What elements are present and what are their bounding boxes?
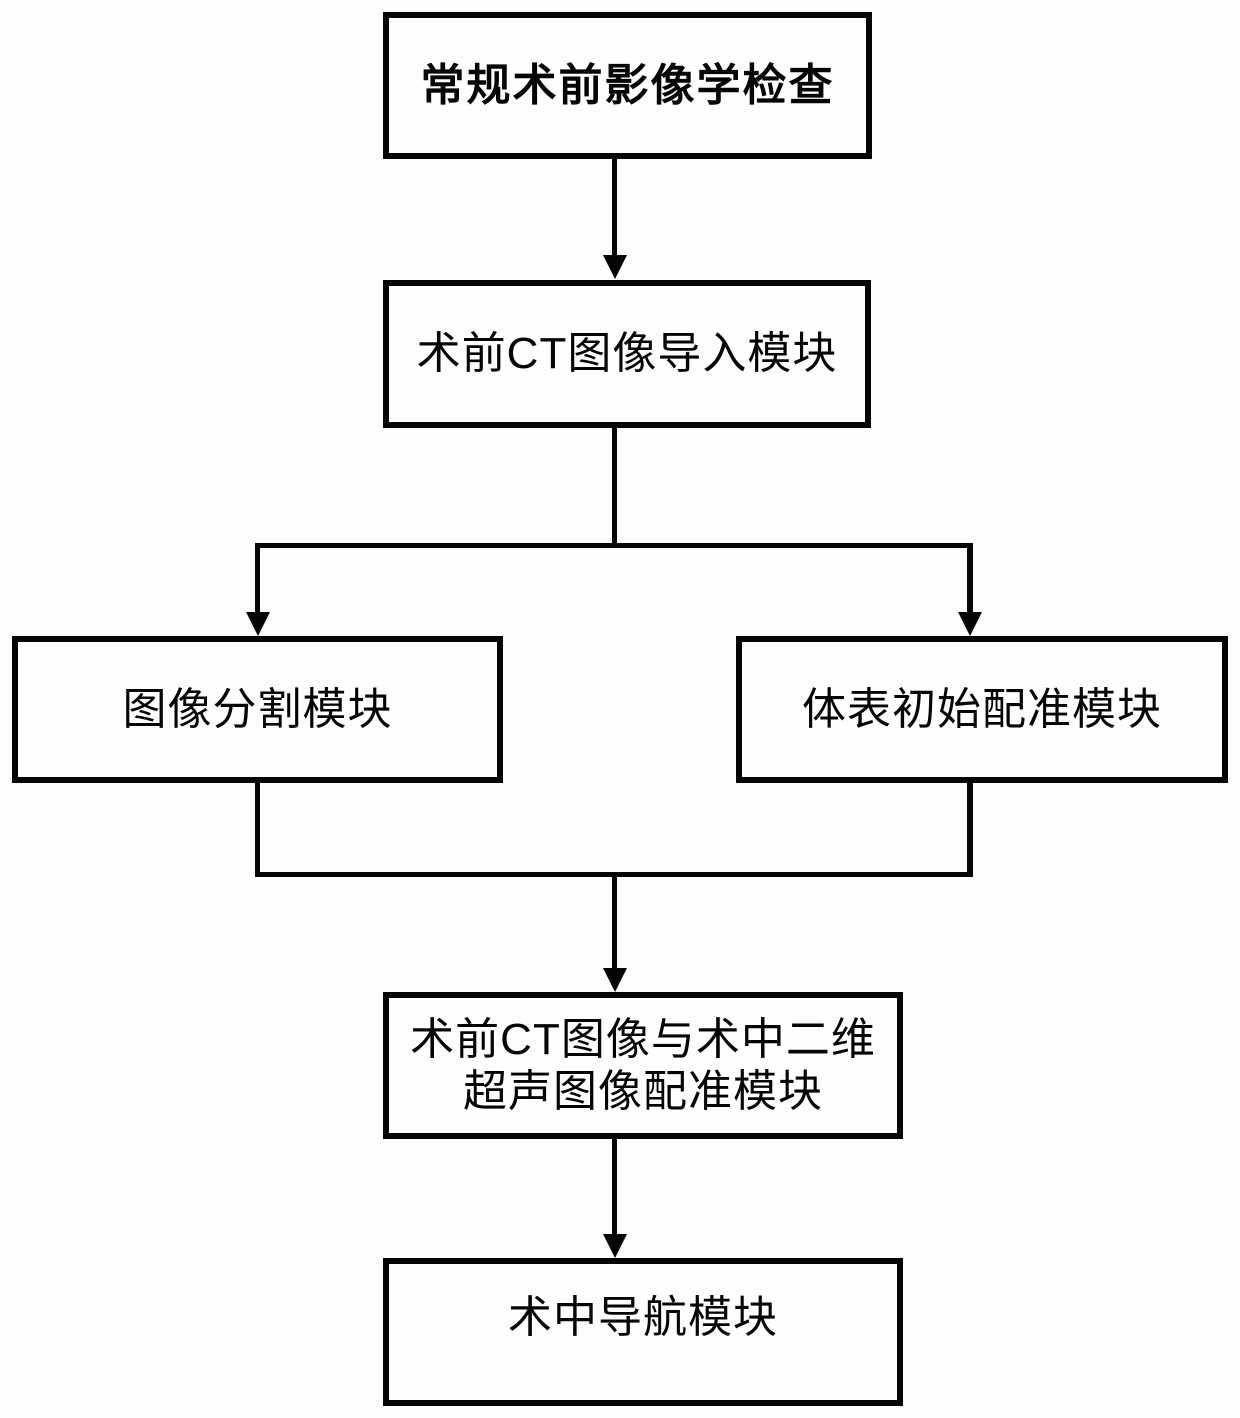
node-label-line2: 超声图像配准模块 [463, 1066, 823, 1116]
flowchart-node-surface-initial-registration: 体表初始配准模块 [736, 636, 1228, 783]
arrowhead-down-icon [246, 612, 270, 636]
arrowhead-down-icon [958, 612, 982, 636]
node-label: 体表初始配准模块 [802, 684, 1162, 734]
flowchart-node-preop-imaging: 常规术前影像学检查 [383, 12, 872, 159]
connector-line-to-surface-registration [967, 543, 973, 613]
arrowhead-down-icon [603, 968, 627, 992]
node-label: 图像分割模块 [122, 684, 393, 734]
connector-line-from-segmentation [255, 783, 260, 877]
node-label-line1: 术前CT图像与术中二维 [410, 1014, 876, 1064]
connector-line-to-ct-us-registration [612, 877, 617, 969]
node-label: 术中导航模块 [508, 1293, 778, 1343]
node-label: 常规术前影像学检查 [420, 60, 835, 110]
connector-line-ctimport-branch [612, 428, 617, 548]
connector-merge-horizontal [255, 872, 973, 877]
connector-branch-horizontal [255, 543, 972, 548]
connector-line-to-navigation [612, 1139, 617, 1235]
flowchart-node-ct-import: 术前CT图像导入模块 [383, 280, 871, 428]
flowchart-node-ct-ultrasound-registration: 术前CT图像与术中二维 超声图像配准模块 [383, 992, 903, 1139]
node-label: 术前CT图像导入模块 [416, 329, 838, 379]
arrowhead-down-icon [603, 1234, 627, 1258]
flowchart-node-intraop-navigation: 术中导航模块 [383, 1258, 903, 1406]
connector-line-to-segmentation [255, 543, 260, 613]
arrowhead-down-icon [603, 255, 627, 279]
connector-line-preop-to-ctimport [612, 159, 617, 257]
connector-line-from-surface-registration [967, 783, 973, 877]
flowchart-node-image-segmentation: 图像分割模块 [12, 636, 503, 783]
